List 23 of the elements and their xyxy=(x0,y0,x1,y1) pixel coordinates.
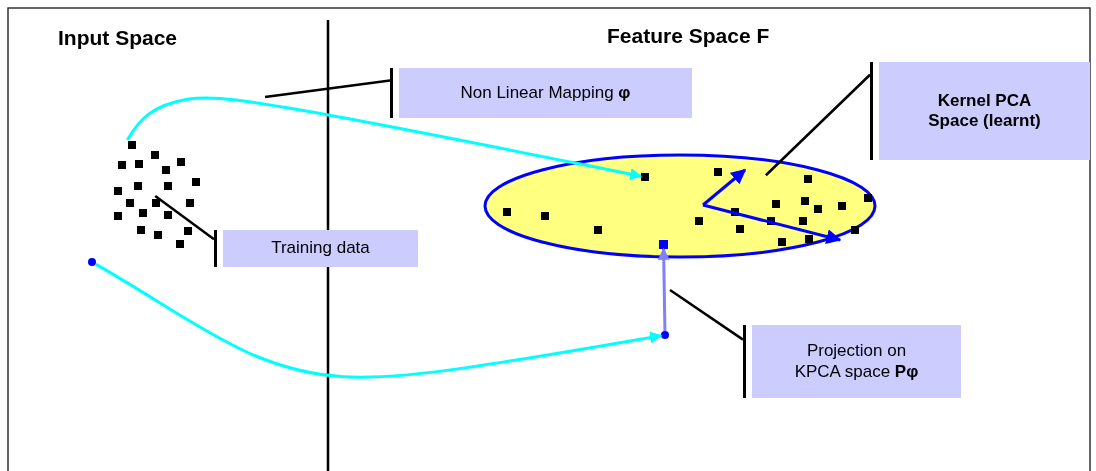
training-points-drawing xyxy=(112,140,202,250)
callout-text: Projection on KPCA space Pφ xyxy=(793,341,920,382)
feature-space-ellipse xyxy=(483,153,877,259)
leader-line xyxy=(154,195,215,241)
callout-box xyxy=(390,68,692,118)
section-heading: Input Space xyxy=(58,26,178,50)
callout-text: Training data xyxy=(271,238,370,259)
callout-box xyxy=(214,230,418,267)
data-point xyxy=(661,331,669,339)
leader-line xyxy=(264,79,391,99)
arrow xyxy=(95,263,663,379)
arrow xyxy=(126,96,643,180)
callout-box xyxy=(743,325,961,398)
data-point xyxy=(641,173,649,181)
leader-line xyxy=(765,73,871,177)
callout-text: Kernel PCA Space (learnt) xyxy=(927,90,1042,132)
section-heading: Feature Space F xyxy=(607,24,770,48)
leader-line xyxy=(669,288,744,341)
callout-box xyxy=(870,62,1090,160)
arrow xyxy=(657,247,670,332)
data-point xyxy=(88,258,96,266)
callout-text: Non Linear Mapping φ xyxy=(460,82,631,104)
projected-point xyxy=(659,240,668,249)
